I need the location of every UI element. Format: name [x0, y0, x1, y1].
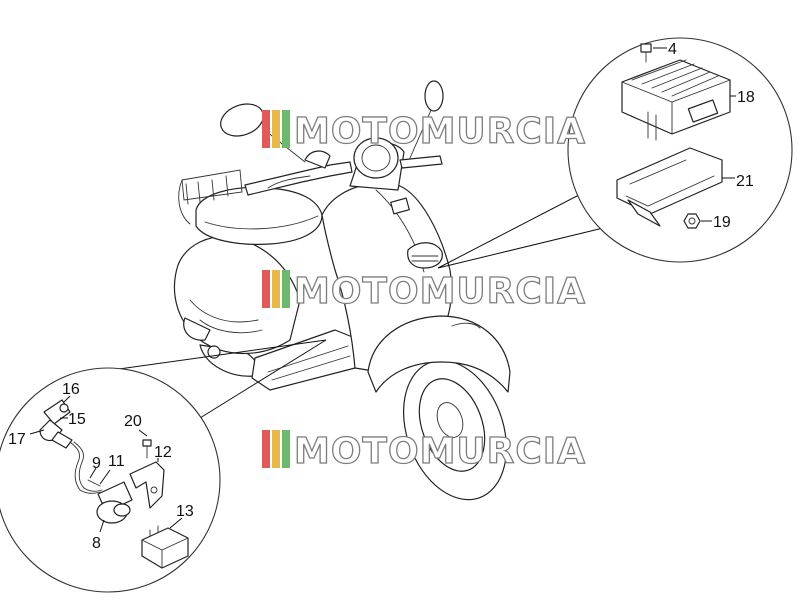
callout-16: 16 [62, 381, 80, 398]
regulator-detail [437, 37, 793, 269]
watermark-stripe [262, 430, 270, 468]
speedometer [353, 137, 399, 179]
watermark-text: MOTOMURCIA [294, 271, 586, 312]
scooter-illustration [173, 80, 511, 501]
ignition-detail [0, 339, 327, 593]
watermark-text: MOTOMURCIA [294, 431, 586, 472]
front-rim [418, 378, 486, 472]
callout-17: 17 [8, 431, 26, 448]
watermark-top: MOTOMURCIA [262, 110, 586, 153]
callout-18: 18 [737, 89, 755, 106]
watermark-stripe [272, 270, 280, 308]
bolt-4-part [640, 43, 652, 63]
ignition-coil-part [87, 479, 133, 524]
callout-19: 19 [713, 214, 731, 231]
callout-9: 9 [92, 455, 101, 472]
relay-13-part [141, 525, 189, 569]
front-fender [367, 315, 511, 393]
rear-rack [181, 169, 243, 205]
watermark-stripe [282, 270, 290, 308]
watermark-stripe [282, 110, 290, 148]
nut-19-part [683, 213, 701, 229]
watermark-middle: MOTOMURCIA [262, 270, 586, 313]
regulator-bracket-part [616, 147, 723, 227]
callout-4: 4 [668, 41, 677, 58]
watermark-bottom: MOTOMURCIA [262, 430, 586, 473]
watermark-text: MOTOMURCIA [294, 111, 586, 152]
watermark-stripe [272, 430, 280, 468]
callout-21: 21 [736, 173, 754, 190]
watermark-stripe [282, 430, 290, 468]
left-mirror [220, 103, 264, 137]
screw-20-part [142, 439, 152, 459]
ignition-detail-circle [0, 367, 221, 593]
callout-8: 8 [92, 535, 101, 552]
callout-labels: 4 18 21 19 16 15 17 20 12 9 11 8 13 [8, 41, 755, 552]
callout-12: 12 [154, 444, 172, 461]
watermark-stripe [272, 110, 280, 148]
front-hub [436, 402, 464, 438]
right-mirror [424, 80, 444, 112]
callout-11: 11 [108, 453, 125, 470]
ht-lead-part [69, 441, 101, 494]
voltage-regulator-part [621, 59, 731, 141]
callout-20: 20 [124, 413, 142, 430]
watermark-stripe [262, 270, 270, 308]
handlebar [244, 161, 353, 196]
callout-15: 15 [68, 411, 86, 428]
watermark-stripe [262, 110, 270, 148]
horn-grille [407, 242, 443, 269]
coil-bracket-part [129, 461, 165, 509]
spark-plug-cap-part [39, 399, 73, 449]
callout-13: 13 [176, 503, 194, 520]
